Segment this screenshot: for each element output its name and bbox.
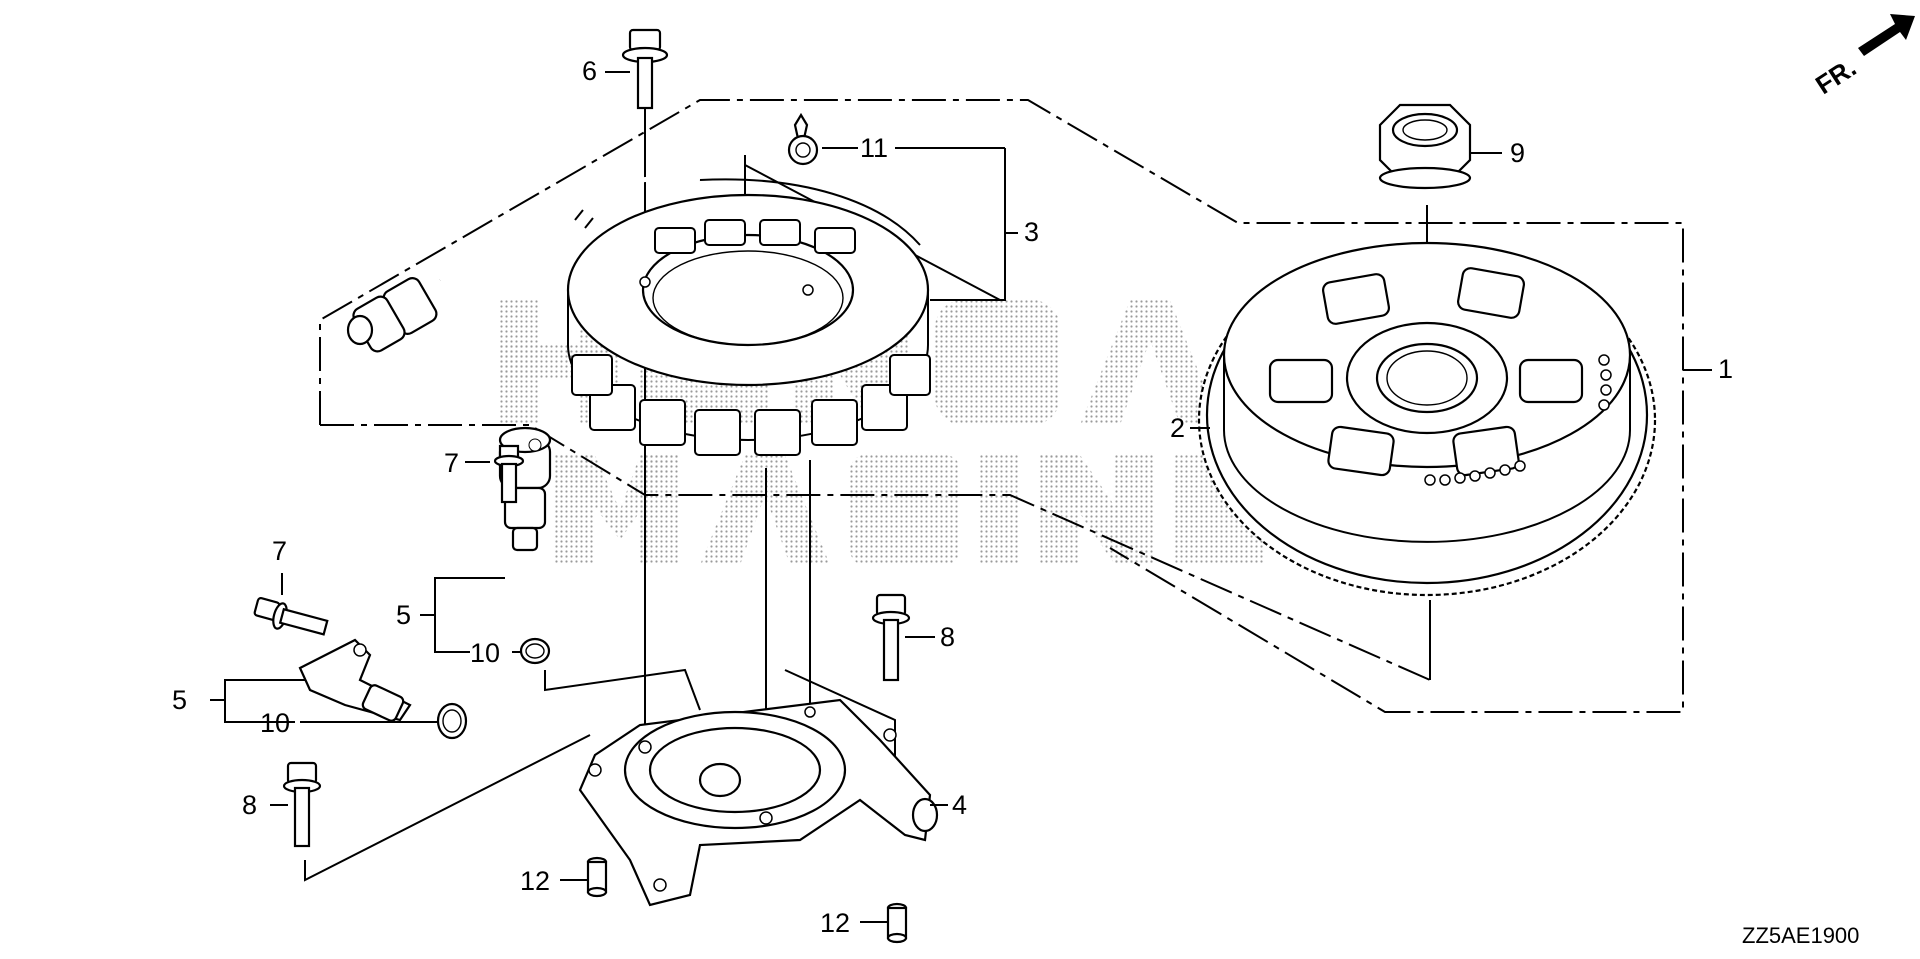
callout-9: 9 bbox=[1510, 138, 1526, 168]
callout-6: 6 bbox=[582, 56, 598, 86]
dowel-pin-left bbox=[586, 856, 608, 898]
callout-4: 4 bbox=[952, 790, 968, 820]
flywheel-magnet-slots bbox=[1268, 267, 1584, 477]
dowel-pin-right bbox=[886, 902, 908, 944]
diagram-code: ZZ5AE1900 bbox=[1742, 923, 1860, 948]
bolt-7-lower-drawing-real bbox=[253, 597, 329, 636]
callout-12-right: 12 bbox=[820, 908, 851, 938]
flywheel-nut bbox=[1378, 103, 1472, 190]
callout-8-lower: 8 bbox=[242, 790, 258, 820]
flywheel bbox=[1197, 241, 1657, 597]
callout-2: 2 bbox=[1170, 413, 1186, 443]
bolt-7-upper-drawing-real bbox=[493, 444, 525, 504]
callout-5-lower: 5 bbox=[172, 685, 188, 715]
bolt-8-lower bbox=[282, 761, 322, 848]
stator-coils bbox=[571, 219, 931, 456]
callout-10-lower: 10 bbox=[260, 708, 291, 738]
bolt-8-upper bbox=[871, 593, 911, 682]
stator-base bbox=[578, 698, 939, 907]
callout-7-upper: 7 bbox=[444, 448, 460, 478]
callout-5-upper: 5 bbox=[396, 600, 412, 630]
callout-12-left: 12 bbox=[520, 866, 551, 896]
bolt-6 bbox=[621, 28, 669, 110]
callout-10-upper: 10 bbox=[470, 638, 501, 668]
callout-8-upper: 8 bbox=[940, 622, 956, 652]
front-arrow-icon bbox=[1858, 14, 1915, 56]
o-ring-lower bbox=[436, 702, 468, 740]
callout-3: 3 bbox=[1024, 217, 1040, 247]
o-ring-upper bbox=[519, 637, 551, 665]
callout-11: 11 bbox=[860, 133, 889, 163]
pulser-coil-lower bbox=[298, 638, 412, 722]
callout-1: 1 bbox=[1718, 354, 1734, 384]
stator bbox=[438, 175, 931, 456]
stator-connector bbox=[346, 277, 438, 353]
harness-clip bbox=[787, 112, 819, 166]
callout-7-lower: 7 bbox=[272, 536, 288, 566]
callout-leaders bbox=[210, 71, 1712, 923]
